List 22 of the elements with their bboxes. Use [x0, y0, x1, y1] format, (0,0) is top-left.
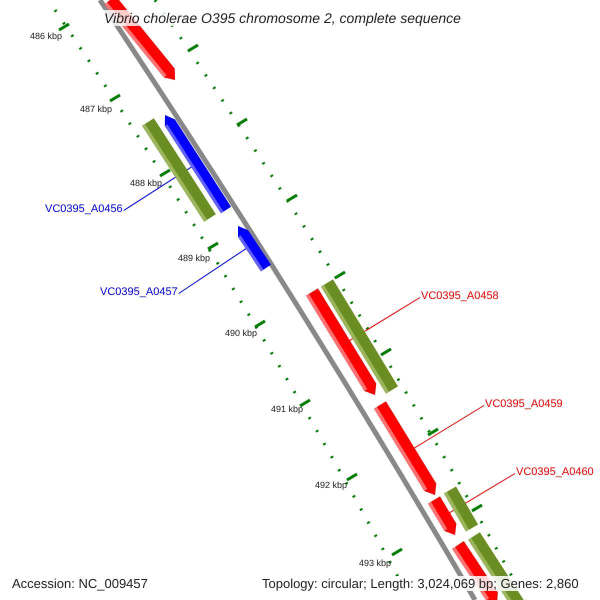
leader-line [178, 248, 247, 294]
tick-label: 490 kbp [225, 329, 258, 338]
tick-label: 486 kbp [30, 32, 62, 41]
tick-label: 489 kbp [178, 254, 210, 263]
tick-label: 492 kbp [315, 481, 348, 490]
tick-label: 487 kbp [80, 105, 112, 114]
gene-label: VC0395_A0458 [421, 291, 499, 302]
leader-line [414, 405, 484, 449]
tick-label: 491 kbp [271, 405, 304, 414]
gene-label: VC0395_A0456 [45, 204, 123, 215]
gene-feature [306, 288, 376, 395]
gene-feature [374, 401, 436, 495]
gene-label: VC0395_A0459 [485, 399, 563, 410]
gene-feature [428, 496, 456, 535]
gene-label: VC0395_A0457 [100, 287, 178, 298]
tick-label: 488 kbp [130, 179, 162, 188]
diagram-title: Vibrio cholerae O395 chromosome 2, complete sequence [102, 10, 463, 26]
tick-label: 493 kbp [359, 559, 392, 568]
footer-note: Topology: circular; Length: 3,024,069 bp; Genes: 2,860 [260, 576, 581, 591]
footer-note: Accession: NC_009457 [10, 576, 150, 591]
gene-label: VC0395_A0460 [516, 467, 594, 478]
gene-feature [238, 226, 271, 272]
